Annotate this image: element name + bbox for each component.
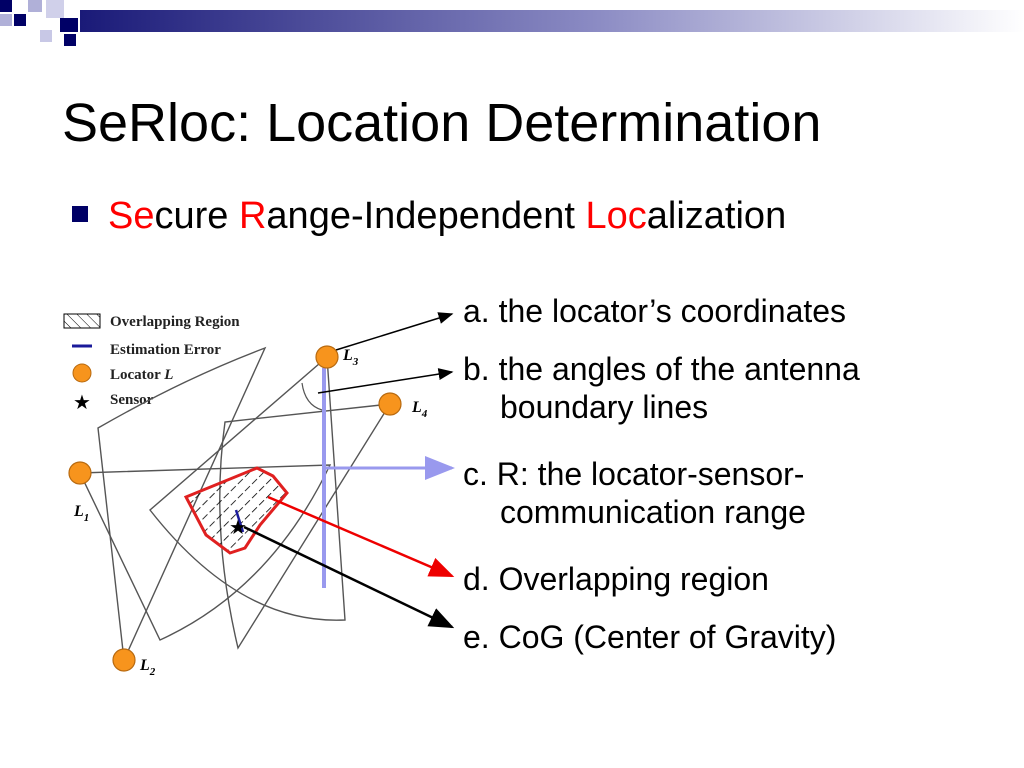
locator-l2-icon xyxy=(112,648,136,672)
header-decoration xyxy=(0,0,1024,46)
item-d: d. Overlapping region xyxy=(463,561,769,597)
estimation-error-line xyxy=(234,509,245,533)
item-c: c. R: the locator-sensor- communication … xyxy=(463,455,806,531)
item-b: b. the angles of the antenna boundary li… xyxy=(463,350,860,426)
locator-legend-icon xyxy=(72,363,92,383)
item-e: e. CoG (Center of Gravity) xyxy=(463,619,837,655)
item-c-line1: c. R: the locator-sensor- xyxy=(463,456,805,492)
locator-l1-icon xyxy=(68,461,92,485)
item-b-line1: b. the angles of the antenna xyxy=(463,351,860,387)
locator-l1-label: L1 xyxy=(73,503,89,524)
legend-error-label: Estimation Error xyxy=(110,342,221,358)
legend-locator-label: Locator L xyxy=(110,367,173,383)
item-c-line2: communication range xyxy=(500,494,806,530)
arrow-to-overlapping-region xyxy=(267,495,455,578)
sensor-legend-star-icon: ★ xyxy=(73,392,91,414)
bullet-text-alization: alization xyxy=(646,195,787,237)
bullet-text-range: ange-Independent xyxy=(266,195,586,237)
overlap-legend-swatch xyxy=(63,313,101,329)
sector-l1 xyxy=(78,464,332,641)
locator-l2-label: L2 xyxy=(139,657,156,678)
locator-l2: L2 xyxy=(112,648,156,678)
sensor-star-icon: ★ xyxy=(229,517,247,539)
item-b-line2: boundary lines xyxy=(500,389,709,425)
arrow-to-antenna-angles xyxy=(317,368,454,394)
acronym-letters-loc: Loc xyxy=(585,195,647,237)
sector-l2 xyxy=(97,346,267,663)
locator-l4-label: L4 xyxy=(411,399,428,420)
slide-title: SeRloc: Location Determination xyxy=(62,93,822,153)
locator-l1: L1 xyxy=(68,461,92,524)
antenna-angle-arc xyxy=(301,382,323,411)
legend-overlap-label: Overlapping Region xyxy=(110,314,240,330)
locator-l4: L4 xyxy=(378,392,428,420)
bullet-text-cure: cure xyxy=(154,195,239,237)
locator-l3-label: L3 xyxy=(342,347,359,368)
diagram-legend: Overlapping Region Estimation Error Loca… xyxy=(63,313,240,414)
square-bullet-icon xyxy=(72,205,88,222)
locator-l4-icon xyxy=(378,392,402,416)
legend-sensor-label: Sensor xyxy=(110,392,154,408)
locator-l3-icon xyxy=(315,345,339,369)
arrow-to-locator-coordinates xyxy=(335,312,454,351)
item-a: a. the locator’s coordinates xyxy=(463,293,847,329)
acronym-letters-se: Se xyxy=(108,195,155,237)
acronym-letter-r: R xyxy=(238,195,267,237)
sector-l3 xyxy=(149,355,346,621)
locator-l3: L3 xyxy=(315,345,359,369)
bullet-point: Secure Range-Independent Localization xyxy=(72,195,787,238)
arrow-to-cog xyxy=(243,525,455,629)
